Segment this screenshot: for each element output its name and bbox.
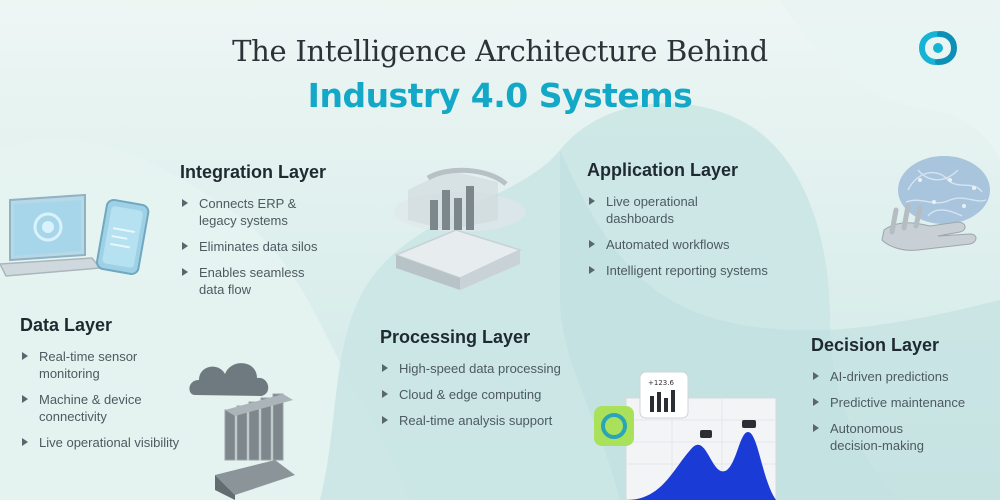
data-layer-title: Data Layer [20,315,113,335]
list-item: Live operational dashboards [587,193,717,227]
cloud-server-icon [189,363,295,500]
list-item: Eliminates data silos [180,238,350,255]
analytics-dashboard-icon: +123.6 [594,371,777,500]
page-title: The Intelligence Architecture Behind [232,34,768,68]
decision-layer-list: AI-driven predictions Predictive mainten… [811,368,991,454]
application-layer: Application Layer Live operational dashb… [587,160,797,288]
ai-brain-hand-icon [881,156,990,251]
data-layer-list: Real-time sensor monitoring Machine & de… [20,348,205,451]
list-item: Real-time sensor monitoring [20,348,160,382]
page-subtitle: Industry 4.0 Systems [307,76,693,115]
list-item: Connects ERP & legacy systems [180,195,308,229]
decision-layer-title: Decision Layer [811,335,940,355]
processing-layer-list: High-speed data processing Cloud & edge … [380,360,580,429]
list-item: AI-driven predictions [811,368,991,385]
decision-layer: Decision Layer AI-driven predictions Pre… [811,335,991,463]
dashboard-badge: +123.6 [648,379,674,387]
list-item: Live operational visibility [20,434,205,451]
list-item: Cloud & edge computing [380,386,580,403]
list-item: Predictive maintenance [811,394,991,411]
processing-layer-title: Processing Layer [380,327,531,347]
list-item: Intelligent reporting systems [587,262,797,279]
chart-cube-icon [393,167,526,290]
laptop-phone-icon [0,193,150,277]
processing-layer: Processing Layer High-speed data process… [380,327,580,438]
list-item: Autonomous decision-making [811,420,931,454]
data-layer: Data Layer Real-time sensor monitoring M… [20,315,205,460]
integration-layer-title: Integration Layer [180,162,327,182]
integration-layer: Integration Layer Connects ERP & legacy … [180,162,350,307]
list-item: Real-time analysis support [380,412,580,429]
list-item: Enables seamless data flow [180,264,320,298]
integration-layer-list: Connects ERP & legacy systems Eliminates… [180,195,350,298]
application-layer-title: Application Layer [587,160,739,180]
list-item: Machine & device connectivity [20,391,160,425]
list-item: Automated workflows [587,236,797,253]
brand-logo-icon [918,31,958,65]
application-layer-list: Live operational dashboards Automated wo… [587,193,797,279]
list-item: High-speed data processing [380,360,580,377]
